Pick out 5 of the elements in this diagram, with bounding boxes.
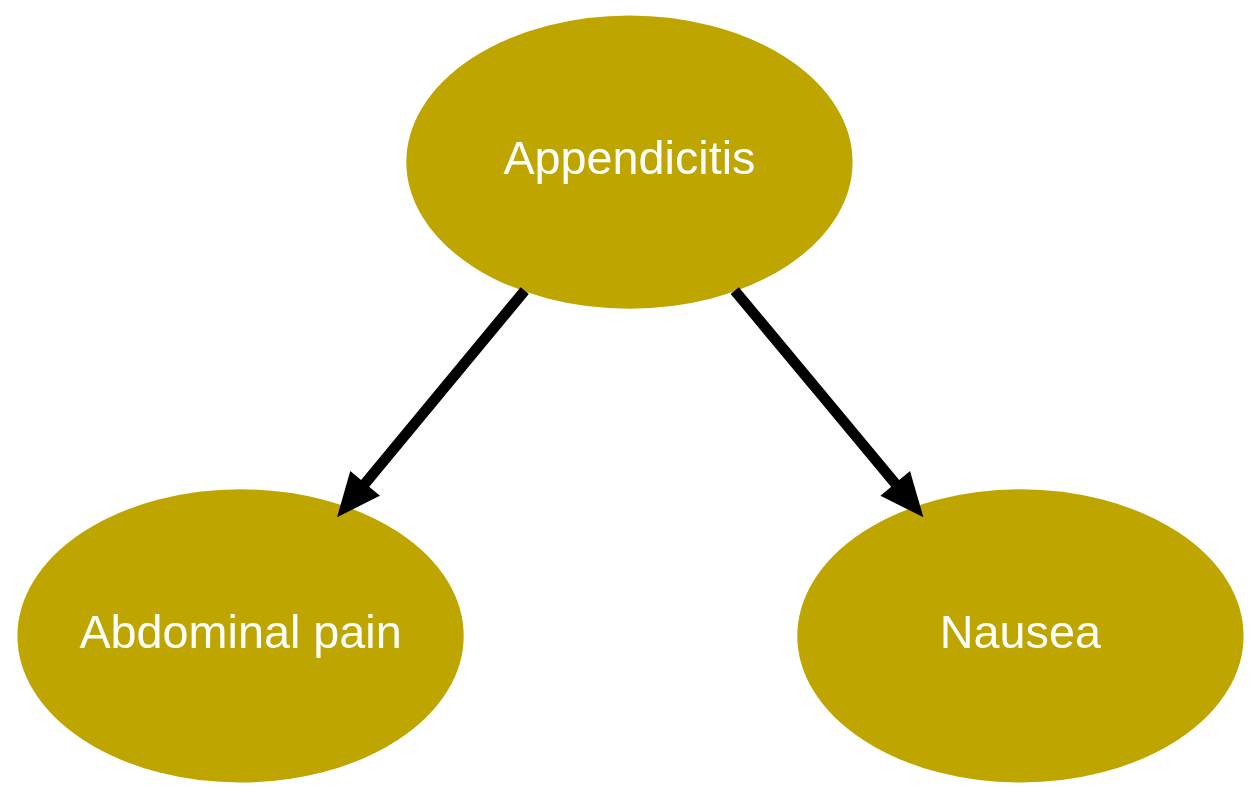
node-ellipse: Nausea <box>796 489 1244 783</box>
node-ellipse: Abdominal pain <box>16 489 464 783</box>
node-ellipse: Appendicitis <box>405 15 853 309</box>
arrow <box>730 287 923 518</box>
arrow <box>336 287 529 518</box>
